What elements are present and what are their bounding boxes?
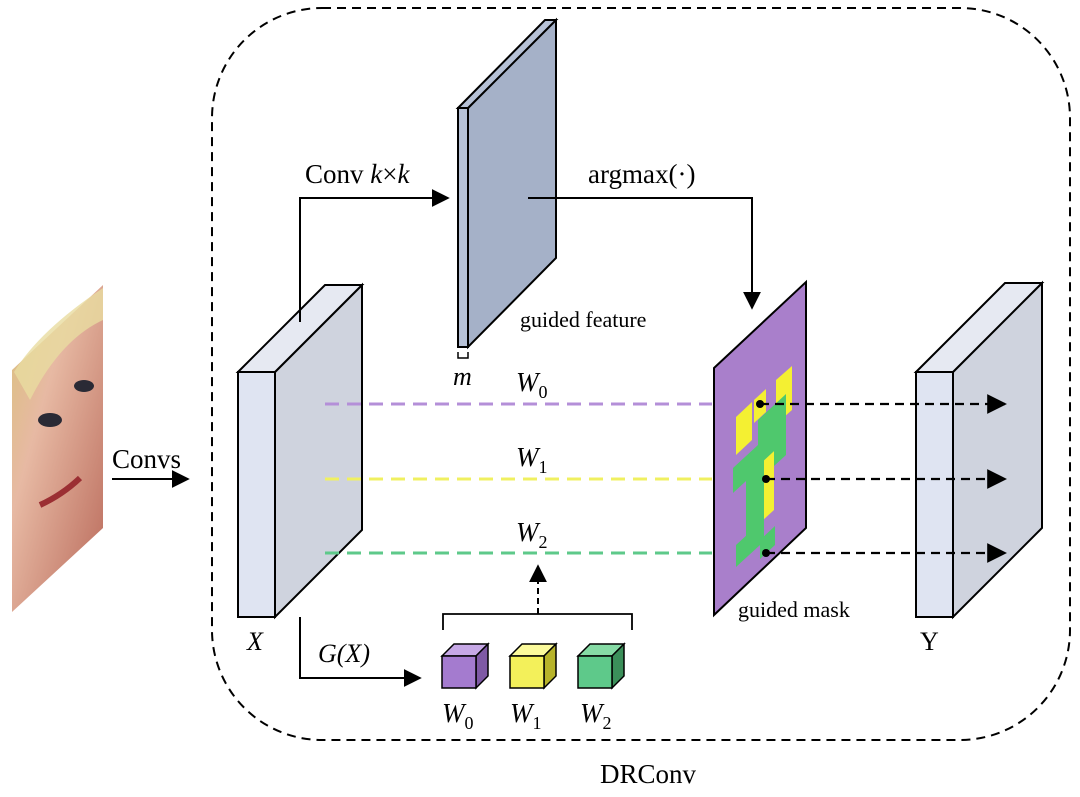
- guided-mask-label: guided mask: [738, 597, 850, 622]
- mask-region-yellow: [736, 402, 752, 455]
- eye-icon: [74, 380, 94, 392]
- feature-x-label: X: [246, 627, 264, 656]
- generator-path-line: [299, 617, 422, 687]
- w1-line-label: W1: [516, 442, 548, 477]
- guided-mask: [713, 279, 807, 618]
- output-y-label: Y: [920, 627, 939, 656]
- depth-m-label: m: [453, 362, 472, 391]
- weight-cube-w2: [576, 642, 626, 690]
- w1-cube-label: W1: [510, 698, 542, 733]
- generator-label: G(X): [318, 639, 370, 668]
- mask-region-green: [758, 394, 786, 466]
- guided-feature-label: guided feature: [520, 307, 646, 332]
- depth-bracket: [457, 352, 469, 359]
- mask-region-green: [774, 437, 786, 466]
- w0-cube-label: W0: [442, 698, 474, 733]
- caption: DRConv: [600, 759, 697, 789]
- argmax-label: argmax(·): [588, 159, 695, 189]
- w2-cube-label: W2: [580, 698, 612, 733]
- weight-cube-w0: [440, 642, 490, 690]
- mask-region-green: [733, 445, 758, 493]
- guided-feature-slab: [455, 17, 559, 350]
- argmax-path-line: [528, 197, 761, 310]
- drconv-module-boundary: [211, 7, 1071, 741]
- convs-label: Convs: [112, 444, 181, 474]
- conv-path-line: [299, 189, 450, 322]
- cube-brace: [442, 613, 633, 630]
- w2-line-label: W2: [516, 517, 548, 552]
- input-image: [12, 285, 103, 612]
- lips-shape: [38, 475, 83, 508]
- feature-map-x: [235, 282, 365, 620]
- eye-icon: [38, 413, 62, 427]
- output-y: [913, 280, 1045, 620]
- hair-shape: [14, 288, 103, 400]
- weight-cube-w1: [508, 642, 558, 690]
- mask-region-green: [736, 523, 760, 567]
- w0-line-label: W0: [516, 367, 548, 402]
- conv-kxk-label: Conv k×k: [305, 159, 410, 189]
- mask-region-yellow: [762, 444, 774, 521]
